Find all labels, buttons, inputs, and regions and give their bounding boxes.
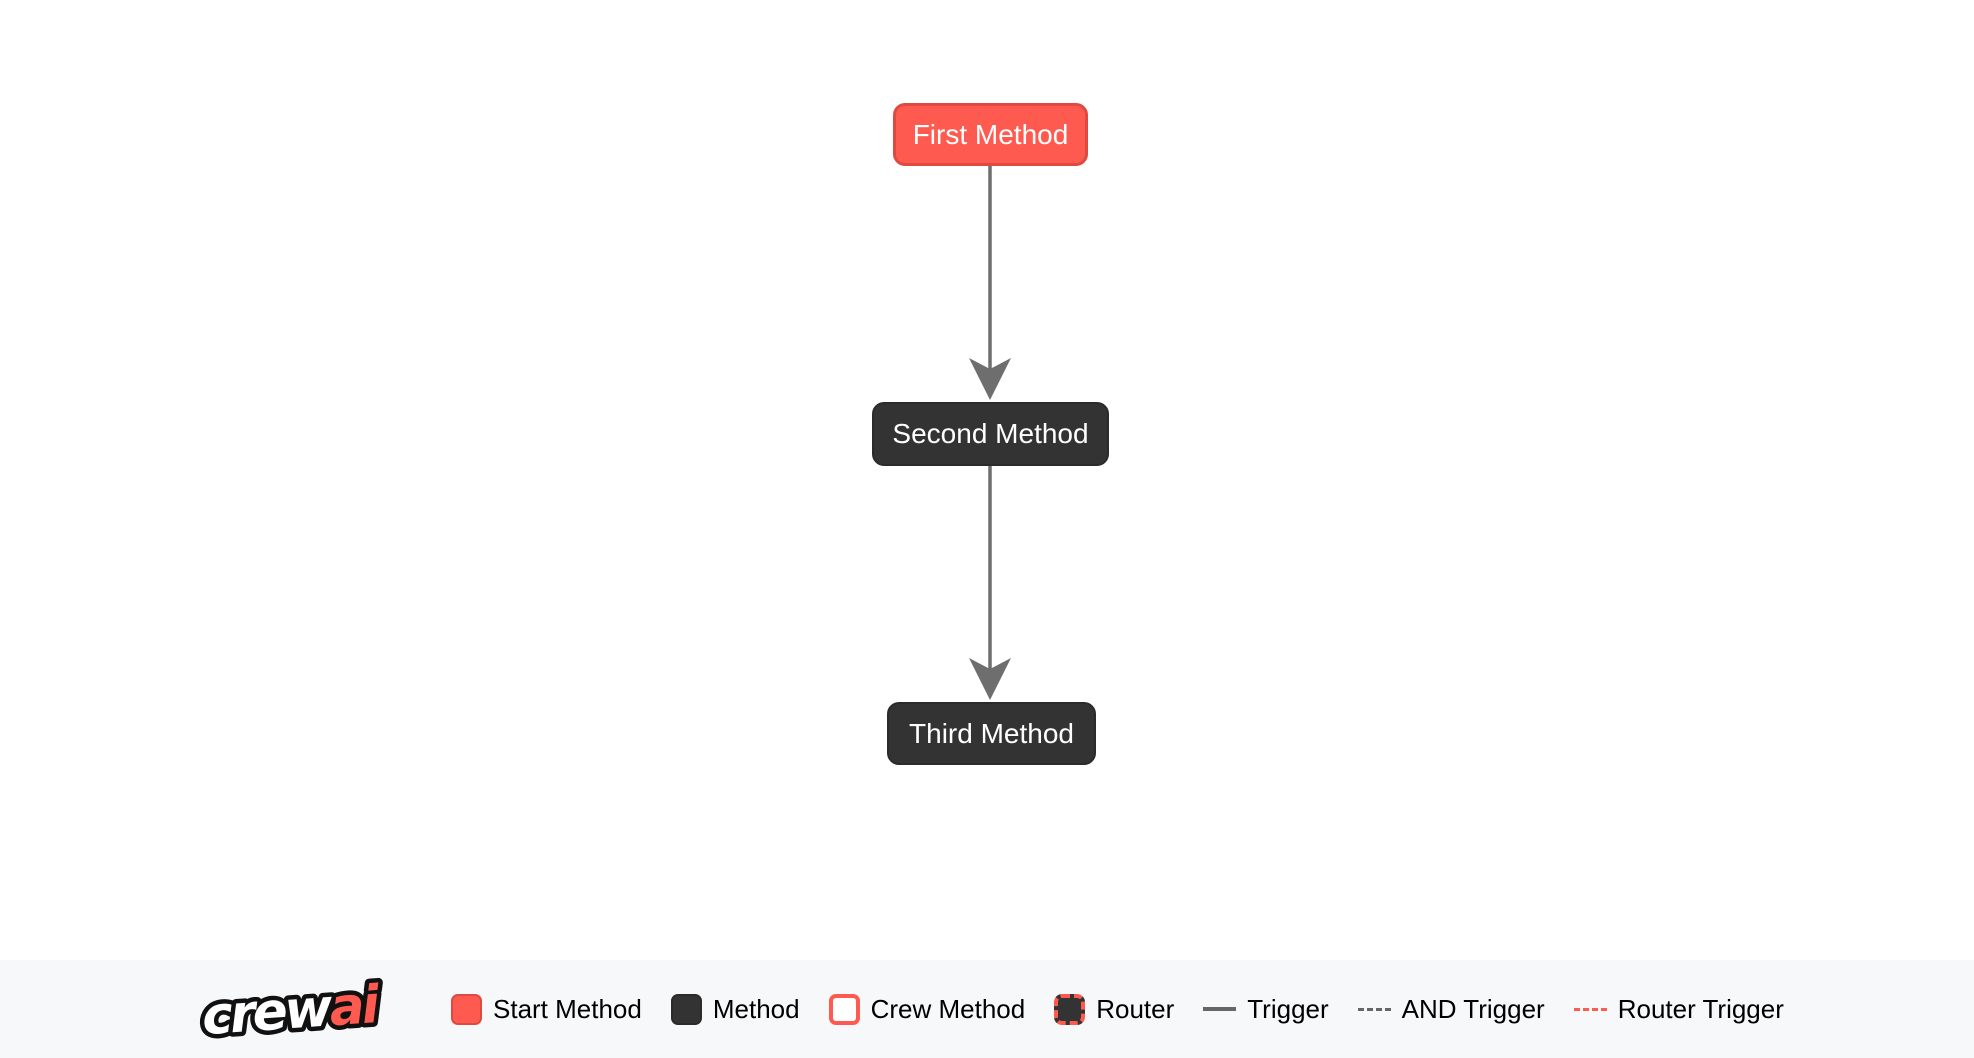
flow-canvas[interactable]: First Method Second Method Third Method xyxy=(0,0,1974,960)
legend-bar: crewai Start Method Method Crew Method R… xyxy=(0,960,1974,1058)
crew-method-swatch-icon xyxy=(828,993,860,1025)
legend-item-and-trigger: AND Trigger xyxy=(1357,993,1545,1025)
logo-text-crew: crew xyxy=(200,978,336,1045)
flow-node-first-method[interactable]: First Method xyxy=(893,103,1088,166)
flow-node-third-method[interactable]: Third Method xyxy=(887,702,1096,765)
flow-node-second-method[interactable]: Second Method xyxy=(872,402,1109,466)
legend-item-router: Router xyxy=(1054,993,1175,1025)
and-trigger-line-icon xyxy=(1357,1007,1391,1011)
legend-label: Crew Method xyxy=(870,993,1026,1024)
trigger-edge-second-to-third xyxy=(969,466,1011,700)
node-label: Second Method xyxy=(892,418,1089,449)
legend-items: Start Method Method Crew Method Router T… xyxy=(451,993,1784,1025)
trigger-line-icon xyxy=(1203,1007,1237,1011)
arrowhead-icon xyxy=(969,658,1011,700)
router-swatch-icon xyxy=(1054,993,1086,1025)
svg-text:crewai: crewai xyxy=(200,975,383,1045)
legend-item-router-trigger: Router Trigger xyxy=(1573,993,1784,1025)
trigger-edge-first-to-second xyxy=(969,166,1011,400)
crewai-logo: crewai xyxy=(198,973,387,1045)
legend-label: Start Method xyxy=(493,993,642,1024)
legend-label: AND Trigger xyxy=(1401,993,1545,1024)
legend-label: Router Trigger xyxy=(1617,993,1784,1024)
logo-text-ai: ai xyxy=(327,975,382,1038)
start-method-swatch-icon xyxy=(451,993,482,1025)
legend-label: Trigger xyxy=(1247,993,1329,1024)
node-label: First Method xyxy=(912,118,1069,150)
legend-label: Method xyxy=(712,993,800,1024)
router-trigger-line-icon xyxy=(1573,1007,1607,1011)
legend-item-trigger: Trigger xyxy=(1203,993,1329,1025)
legend-item-crew-method: Crew Method xyxy=(828,993,1026,1025)
legend-label: Router xyxy=(1096,993,1175,1024)
legend-item-method: Method xyxy=(670,993,800,1025)
method-swatch-icon xyxy=(670,993,702,1025)
node-label: Third Method xyxy=(909,717,1074,749)
legend-item-start-method: Start Method xyxy=(451,993,642,1025)
arrowhead-icon xyxy=(969,358,1011,400)
